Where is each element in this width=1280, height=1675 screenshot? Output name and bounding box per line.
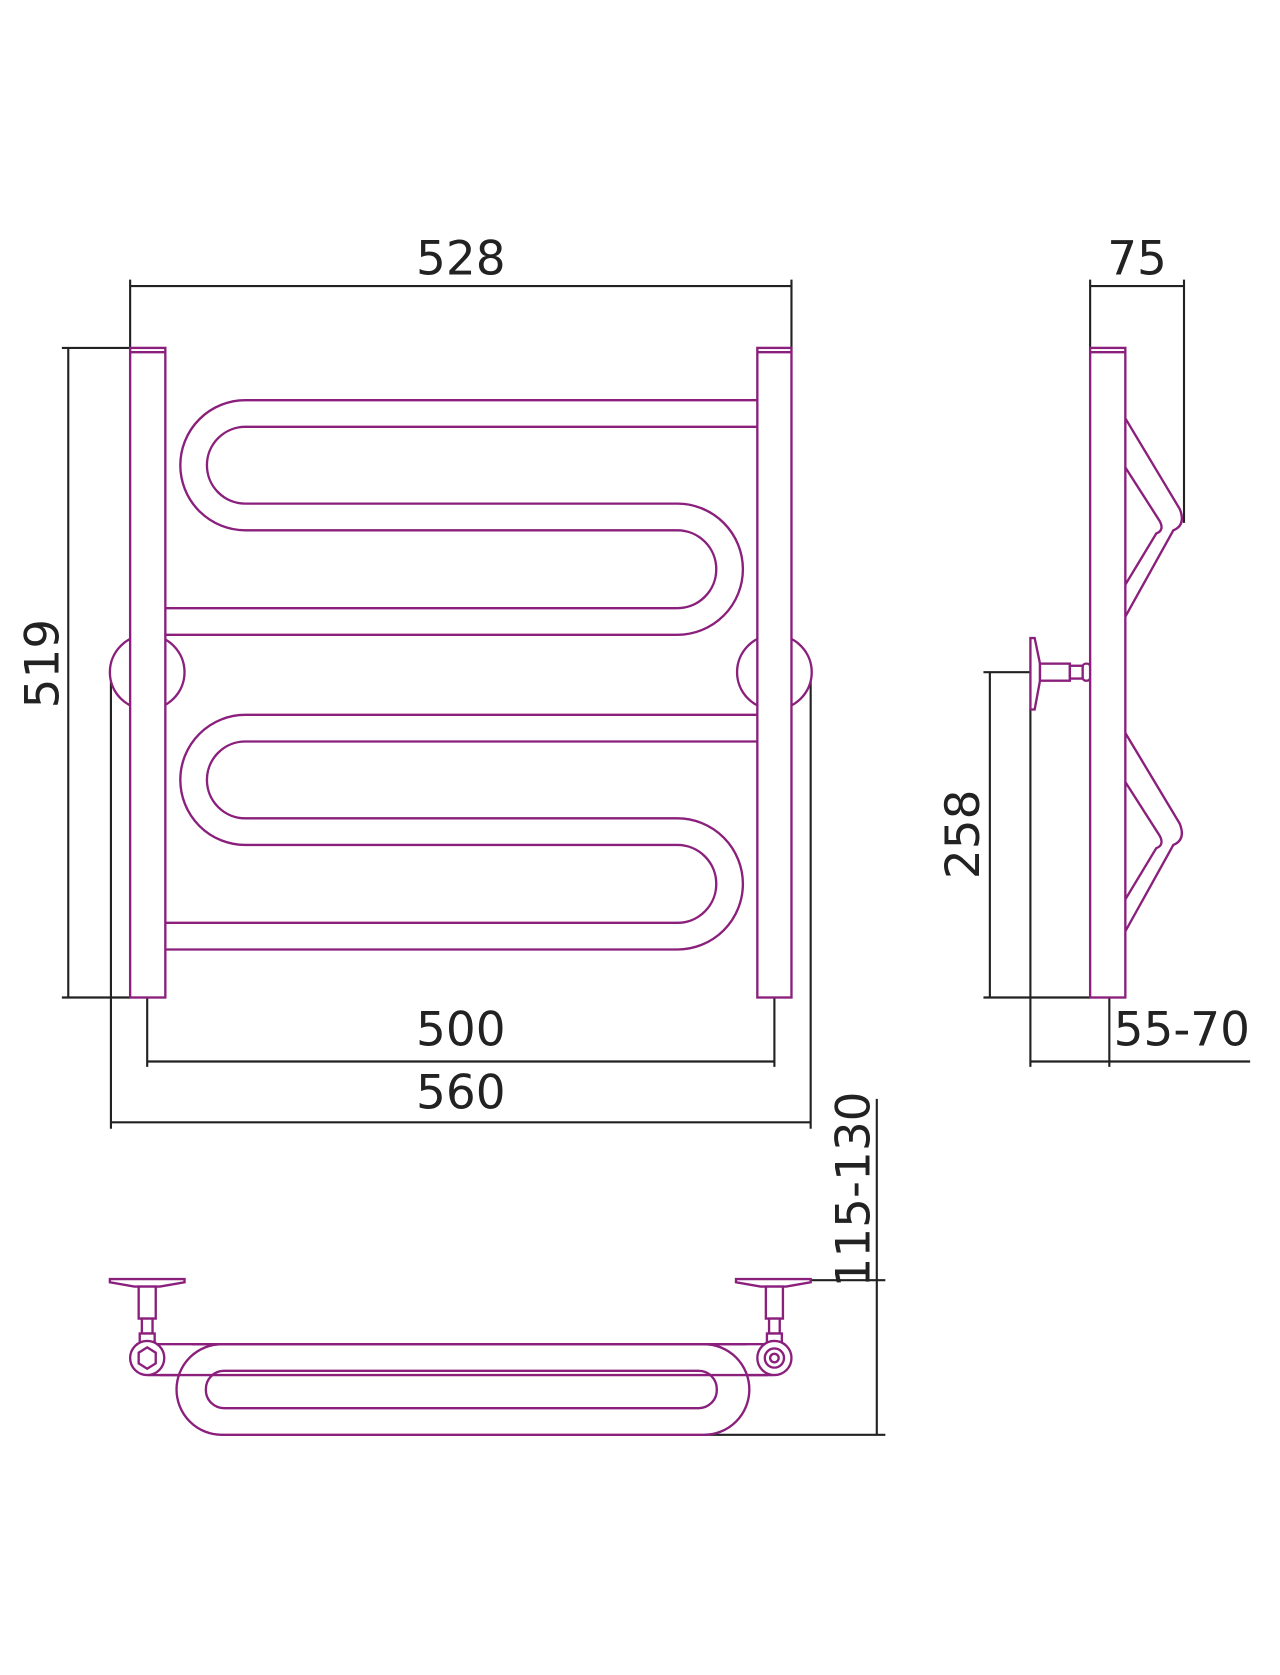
- dimension-500: 500: [146, 997, 776, 1067]
- right-pole: [756, 346, 793, 999]
- dimension-55-70: 55-70: [1029, 709, 1251, 1067]
- left-top-bracket: [108, 1277, 186, 1344]
- dimension-115-130: 115-130: [704, 1091, 886, 1436]
- dimension-528: 528: [129, 231, 793, 348]
- dimension-label-75: 75: [1107, 231, 1167, 286]
- side-pole: [1088, 346, 1127, 999]
- dimension-label-500: 500: [416, 1003, 506, 1058]
- front-view: 528 519 560 500: [16, 231, 813, 1129]
- dimension-560: 560: [109, 672, 812, 1129]
- upper-arm: [1124, 417, 1184, 618]
- lower-arm: [1124, 732, 1184, 932]
- side-view: 75 258 55-70: [936, 231, 1251, 1067]
- right-top-bracket: [734, 1277, 812, 1344]
- left-valve-nut: [128, 1339, 166, 1377]
- dimension-label-258: 258: [936, 790, 991, 880]
- dimension-label-519: 519: [16, 619, 71, 709]
- lower-coil: [160, 713, 762, 951]
- top-loop-inner: [204, 1369, 718, 1410]
- left-pole: [128, 346, 167, 999]
- top-view: 115-130: [108, 1091, 886, 1437]
- dimension-258: 258: [936, 671, 1091, 999]
- dimension-519: 519: [16, 346, 131, 999]
- upper-coil: [160, 398, 762, 637]
- dimension-label-560: 560: [416, 1065, 506, 1120]
- right-valve-nut: [756, 1339, 793, 1377]
- dimension-label-528: 528: [416, 231, 506, 286]
- dimension-75: 75: [1089, 231, 1186, 523]
- dimension-label-55-70: 55-70: [1114, 1003, 1250, 1058]
- dimension-label-115-130: 115-130: [826, 1091, 881, 1287]
- side-wall-bracket: [1029, 636, 1092, 711]
